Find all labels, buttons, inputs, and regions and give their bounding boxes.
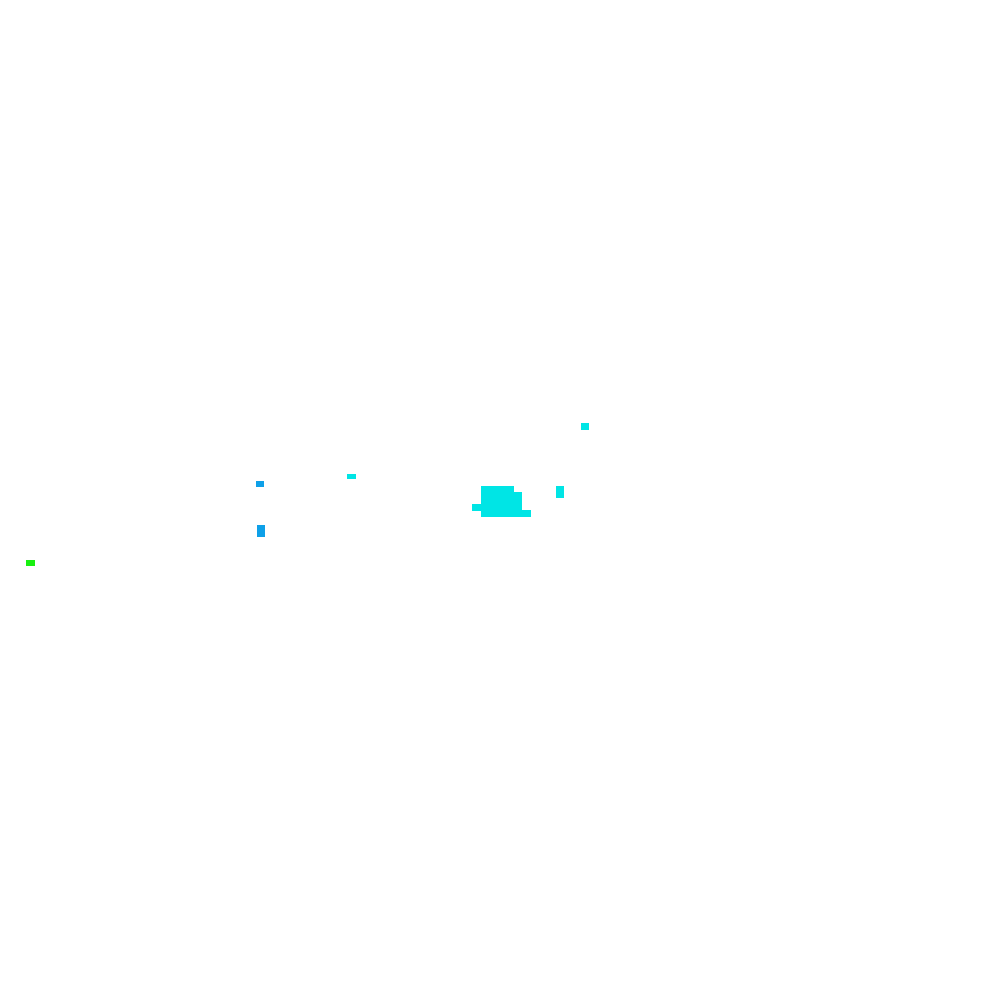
green-speck: [26, 560, 35, 566]
cyan-cluster-lower: [472, 504, 522, 511]
cyan-cluster-top: [481, 486, 514, 493]
cyan-cluster-middle: [481, 492, 522, 504]
cyan-speck: [556, 486, 564, 498]
cyan-cluster-bottom: [481, 510, 531, 517]
cyan-speck: [347, 474, 356, 479]
blue-speck: [257, 525, 265, 537]
blue-speck: [256, 481, 264, 487]
cyan-speck: [581, 423, 589, 430]
